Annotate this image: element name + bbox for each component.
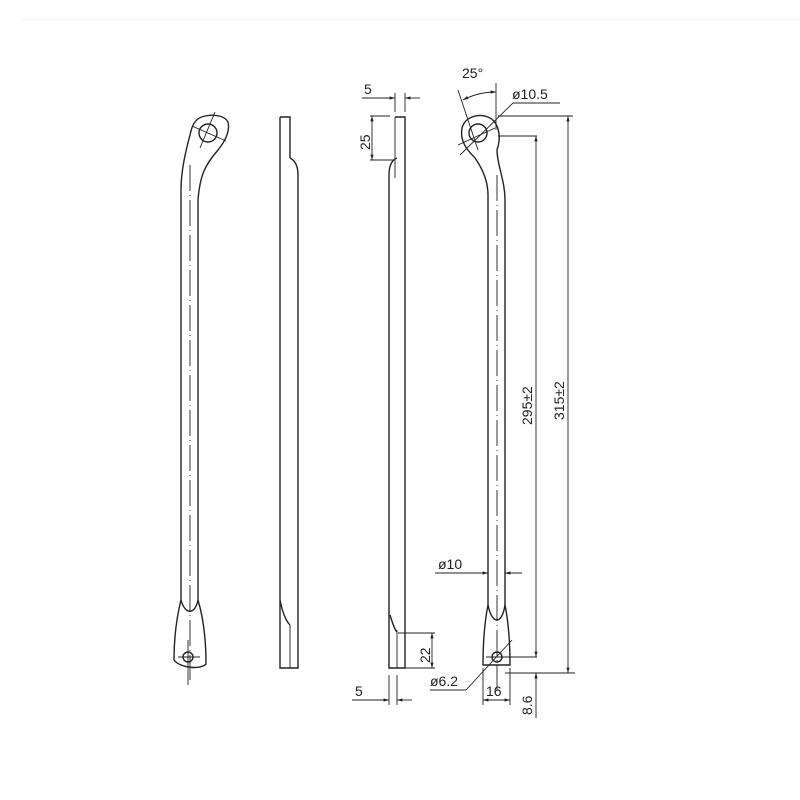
dim-bottom-hole-diameter: ø6.2 — [430, 673, 458, 689]
dim-top-flat-length: 25 — [357, 134, 373, 150]
side-view-dimensioned: 5 25 22 5 — [352, 81, 435, 705]
dim-top-hole-diameter: ø10.5 — [512, 86, 548, 102]
dim-rod-diameter: ø10 — [438, 556, 462, 572]
dim-bottom-eye-width: 16 — [486, 683, 502, 699]
dim-top-thickness: 5 — [364, 81, 372, 97]
top-border-line — [22, 19, 800, 20]
dim-bottom-flat-length: 22 — [417, 647, 433, 663]
front-view-dimensioned: 25° ø10.5 295±2 315±2 ø10 ø6.2 16 8.6 — [430, 65, 575, 718]
dim-overall-length: 315±2 — [551, 381, 567, 420]
side-view — [279, 116, 299, 669]
dim-bottom-thickness: 5 — [355, 683, 363, 699]
front-view — [173, 111, 230, 685]
dim-angle: 25° — [462, 65, 483, 81]
dim-hole-center-distance: 295±2 — [519, 386, 535, 425]
dim-bottom-end-offset: 8.6 — [519, 695, 535, 715]
